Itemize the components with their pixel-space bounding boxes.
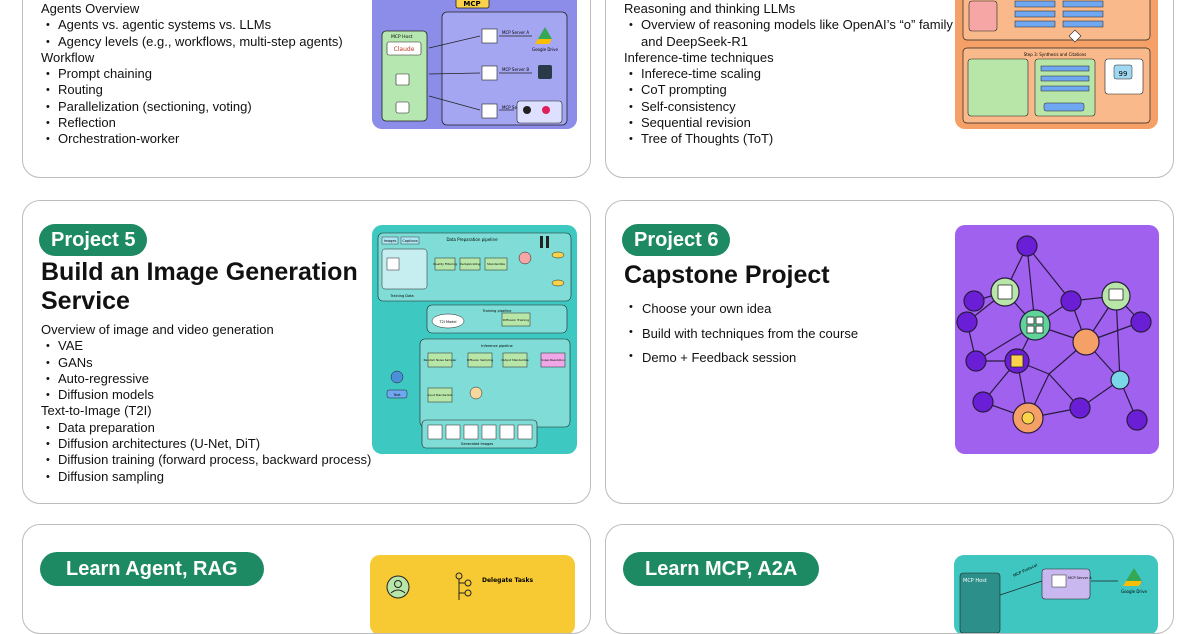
diffusion-sampling: Diffusion Sampling xyxy=(467,358,494,362)
list-item: Overview of reasoning models like OpenAI… xyxy=(624,17,953,34)
list-item: Routing xyxy=(41,82,343,99)
gauge-icon xyxy=(1110,370,1130,390)
list-item: Agency levels (e.g., workflows, multi-st… xyxy=(41,34,343,51)
card-agents: Agents OverviewAgents vs. agentic system… xyxy=(22,0,591,178)
section-heading: Reasoning and thinking LLMs xyxy=(624,1,796,16)
agent-rag-thumbnail: Delegate Tasks xyxy=(370,555,575,633)
training-pipeline-label: Training pipeline xyxy=(482,309,512,313)
learn-mcp-a2a-badge: Learn MCP, A2A xyxy=(623,552,820,586)
google-drive-icon xyxy=(538,27,552,39)
quote-icon: 99 xyxy=(1119,70,1128,78)
server-b-label: MCP Server B xyxy=(502,67,529,72)
list-item: Diffusion architectures (U-Net, DiT) xyxy=(41,436,371,453)
input-standardize: Input Standardize xyxy=(428,393,453,397)
standardize: Standardize xyxy=(487,262,505,266)
diffusion-training: Diffusion Training xyxy=(503,318,529,322)
list-item: Sequential revision xyxy=(624,115,953,132)
list-item: Self-consistency xyxy=(624,99,953,116)
card-project-6: Project 6 Capstone Project Choose your o… xyxy=(605,200,1174,504)
google-drive-label: Google Drive xyxy=(532,47,559,52)
list-item: Reflection xyxy=(41,115,343,132)
list-item: CoT prompting xyxy=(624,82,953,99)
list-item: GANs xyxy=(41,355,371,372)
capstone-network-thumbnail xyxy=(955,225,1159,454)
list-item: Tree of Thoughts (ToT) xyxy=(624,131,953,148)
image-gen-diagram-thumbnail: Data Preparation pipeline Images Caption… xyxy=(372,225,577,454)
list-item: VAE xyxy=(41,338,371,355)
list-item: Parallelization (sectioning, voting) xyxy=(41,99,343,116)
project-5-badge: Project 5 xyxy=(39,224,148,256)
list-item: Build with techniques from the course xyxy=(624,326,858,351)
list-item: Diffusion sampling xyxy=(41,469,371,486)
project-5-topic-list: Overview of image and video generationVA… xyxy=(41,322,371,485)
data-prep-label: Data Preparation pipeline xyxy=(446,237,498,242)
server-a-label: MCP Server A xyxy=(1068,576,1092,580)
card-learn-mcp-a2a: Learn MCP, A2A MCP Host MCP Protocol MCP… xyxy=(605,524,1174,634)
project-5-title-line2: Service xyxy=(41,287,130,315)
images-tag: Images xyxy=(384,239,397,243)
section-heading: Agents Overview xyxy=(41,1,140,16)
step3-label: Step 3: Synthesis and Citations xyxy=(1024,52,1087,57)
mcp-label: MCP xyxy=(463,0,480,8)
list-item: Diffusion training (forward process, bac… xyxy=(41,452,371,469)
card-project-5: Project 5 Build an Image Generation Serv… xyxy=(22,200,591,504)
list-item: Agents vs. agentic systems vs. LLMs xyxy=(41,17,343,34)
project-5-title: Build an Image Generation Service xyxy=(41,258,358,316)
section-heading: Overview of image and video generation xyxy=(41,322,274,337)
agents-topic-list: Agents OverviewAgents vs. agentic system… xyxy=(41,1,343,148)
generated-images: Generated Images xyxy=(461,442,494,446)
list-item: Choose your own idea xyxy=(624,301,858,326)
list-item: Inferece-time scaling xyxy=(624,66,953,83)
super-resolution: Super-Resolution xyxy=(541,358,565,362)
project-6-title: Capstone Project xyxy=(624,261,830,289)
reasoning-diagram-thumbnail: Step 3: Synthesis and Citations 99 xyxy=(955,0,1158,129)
mcp-host-label: MCP Host xyxy=(391,34,413,40)
text-input-label: Text xyxy=(392,393,401,397)
list-item: Auto-regressive xyxy=(41,371,371,388)
project-6-bullets: Choose your own ideaBuild with technique… xyxy=(624,301,858,375)
chat-user-icon xyxy=(1072,328,1100,356)
section-heading: Inference-time techniques xyxy=(624,49,774,65)
server-c-label: MCP Server C xyxy=(502,105,529,110)
card-learn-agent-rag: Learn Agent, RAG Delegate Tasks xyxy=(22,524,591,634)
training-data-label: Training Data xyxy=(389,294,413,298)
project-6-badge: Project 6 xyxy=(622,224,731,256)
list-item: Orchestration-worker xyxy=(41,131,343,148)
deduplicating: Deduplicating xyxy=(460,262,481,266)
project-5-title-line1: Build an Image Generation xyxy=(41,258,358,286)
learn-agent-rag-badge: Learn Agent, RAG xyxy=(40,552,264,586)
list-item: Prompt chaining xyxy=(41,66,343,83)
inference-pipeline-label: Inference pipeline xyxy=(481,344,512,348)
google-drive-label: Google Drive xyxy=(1121,589,1148,594)
google-drive-icon xyxy=(1126,568,1142,581)
claude-label: Claude xyxy=(394,46,415,53)
mcp-diagram-thumbnail: MCP MCP Host Claude MCP Server A MCP Ser… xyxy=(372,0,577,129)
reasoning-topic-list: Reasoning and thinking LLMsOverview of r… xyxy=(624,1,953,148)
grid-apps-icon xyxy=(1019,309,1051,341)
random-sampler: Random Noise Sampler xyxy=(424,358,458,362)
list-item: Diffusion models xyxy=(41,387,371,404)
server-a-label: MCP Server A xyxy=(502,30,529,35)
list-item: Data preparation xyxy=(41,420,371,437)
card-reasoning: Reasoning and thinking LLMsOverview of r… xyxy=(605,0,1174,178)
list-item: Demo + Feedback session xyxy=(624,350,858,375)
delegate-tree-icon xyxy=(455,572,472,600)
delegate-tasks-label: Delegate Tasks xyxy=(482,577,533,584)
t2i-model: T2I Model xyxy=(438,320,456,324)
mcp-protocol-label: MCP Protocol xyxy=(1012,562,1038,578)
captions-tag: Captions xyxy=(402,239,418,243)
mcp-host-label: MCP Host xyxy=(963,578,987,584)
quality-filtering: Quality Filtering xyxy=(433,262,457,266)
section-heading: Workflow xyxy=(41,49,95,65)
mcp-a2a-thumbnail: MCP Host MCP Protocol MCP Server A Googl… xyxy=(954,555,1158,633)
section-heading: Text-to-Image (T2I) xyxy=(41,403,152,419)
list-item: and DeepSeek-R1 xyxy=(641,33,748,49)
output-standardize: Output Standardize xyxy=(501,358,529,362)
